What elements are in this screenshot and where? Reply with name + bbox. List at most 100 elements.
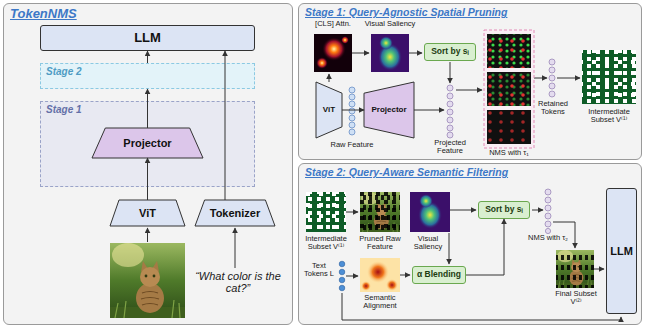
process-box: LLM <box>40 25 255 51</box>
tokenizer-module: Tokenizer <box>195 200 275 226</box>
label-slot: Retained Tokens <box>534 100 572 117</box>
semantic-alignment-map <box>367 261 389 283</box>
arrow-connector <box>225 51 226 200</box>
panel-title: Stage 2: Query-Aware Semantic Filtering <box>305 166 635 178</box>
encoder-module: ViT <box>110 200 185 226</box>
raw-feature-tokens <box>349 108 355 114</box>
process-box: LLM <box>606 188 637 314</box>
text-tokens <box>339 277 345 283</box>
panel: Stage 2: Query-Aware Semantic FilteringS… <box>298 163 642 325</box>
intermediate-subset-map <box>306 192 346 232</box>
projected-feature-tokens <box>447 132 453 138</box>
caption-label: NMS with τ₂ <box>480 234 616 242</box>
label-slot: “What color is the cat?” <box>186 270 290 295</box>
retained-tokens <box>549 83 555 89</box>
retained-tokens <box>549 67 555 73</box>
trapezoid-outline <box>110 200 185 226</box>
label-slot: Intermediate Subset V⁽¹⁾ <box>578 108 640 125</box>
retained-tokens <box>549 59 555 97</box>
flow-arrow <box>346 212 358 213</box>
text-tokens <box>339 285 345 291</box>
flow-arrow <box>346 276 358 277</box>
label-slot: [CLS] Attn. <box>303 20 363 28</box>
raw-feature-tokens <box>349 129 355 135</box>
raw-feature-tokens <box>349 115 355 121</box>
semantic-alignment-map <box>360 258 400 292</box>
projected-feature-tokens <box>447 93 453 99</box>
label-slot: Semantic Alignment <box>352 294 408 311</box>
retained-tokens <box>549 59 555 65</box>
nms-tokens <box>545 189 551 234</box>
box-label: Tokenizer <box>210 207 261 219</box>
flow-arrow <box>557 78 580 79</box>
caption-label: Final Subset V⁽²⁾ <box>554 290 598 307</box>
visual-saliency-map <box>379 36 393 50</box>
flow-arrow <box>329 74 330 82</box>
flow-arrow <box>235 228 236 268</box>
box-label: α Blending <box>417 270 461 279</box>
raw-feature-tokens <box>349 94 355 100</box>
visual-saliency-map <box>410 192 450 232</box>
pruned-raw-feature-map <box>360 192 400 232</box>
arrow-connector <box>147 89 148 128</box>
panel-title: TokenNMS <box>10 6 286 21</box>
raw-feature-tokens <box>349 87 355 135</box>
final-subset-map <box>556 250 594 288</box>
caption-label: Intermediate Subset V⁽¹⁾ <box>578 108 640 125</box>
label-slot: Visual Saliency <box>410 235 446 252</box>
label-slot: Projected Feature <box>428 139 472 156</box>
semantic-alignment-map <box>360 258 400 292</box>
flow-arrow <box>456 90 482 91</box>
projected-feature-tokens <box>447 109 453 115</box>
flow-arrow <box>450 210 476 211</box>
intermediate-subset-map <box>582 50 636 104</box>
retained-tokens <box>549 91 555 97</box>
encoder-module: ViT <box>316 82 342 138</box>
flow-arrow <box>400 275 410 276</box>
caption-label: Pruned Raw Feature <box>359 235 401 252</box>
cls-attention-map <box>314 34 352 72</box>
intermediate-subset-map <box>306 192 346 232</box>
visual-saliency-map <box>371 34 409 72</box>
semantic-alignment-map <box>386 279 398 291</box>
arrow-connector <box>342 110 364 111</box>
retained-tokens <box>549 75 555 81</box>
label-slot: Pruned Raw Feature <box>359 235 401 252</box>
stage-title: Stage 2 <box>46 66 249 77</box>
box-label: Projector <box>123 137 171 149</box>
flow-arrow <box>450 62 451 83</box>
nms-region <box>487 34 531 68</box>
nms-region <box>487 72 531 106</box>
nms-region <box>484 30 534 148</box>
flow-arrow <box>532 210 543 211</box>
flow-arrow <box>449 233 450 264</box>
nms-tokens <box>545 213 551 219</box>
final-subset-map <box>556 250 594 288</box>
nms-region <box>487 34 531 68</box>
visual-saliency-map <box>371 34 409 72</box>
flow-arrow <box>148 53 622 320</box>
projected-feature-tokens <box>447 117 453 123</box>
nms-region <box>487 34 531 68</box>
arrow-connector <box>466 219 504 275</box>
cls-attention-map <box>314 34 352 72</box>
caption-label: “What color is the cat?” <box>186 270 290 295</box>
raw-feature-tokens <box>349 122 355 128</box>
box-label: ViT <box>139 207 156 219</box>
label-slot: NMS with τ₁ <box>479 149 539 157</box>
input-image <box>110 243 185 318</box>
nms-region <box>487 110 531 144</box>
arrow-connector <box>147 158 148 200</box>
raw-feature-tokens <box>349 87 355 93</box>
projected-feature-tokens <box>447 125 453 131</box>
flow-arrow <box>534 78 547 79</box>
stage-box: Stage 2 <box>40 63 255 89</box>
nms-region <box>487 72 531 106</box>
intermediate-subset-map <box>582 50 636 104</box>
label-slot: Raw Feature <box>322 141 382 149</box>
nms-region <box>484 30 534 148</box>
nms-tokens <box>545 197 551 203</box>
label-slot: Final Subset V⁽²⁾ <box>554 290 598 307</box>
